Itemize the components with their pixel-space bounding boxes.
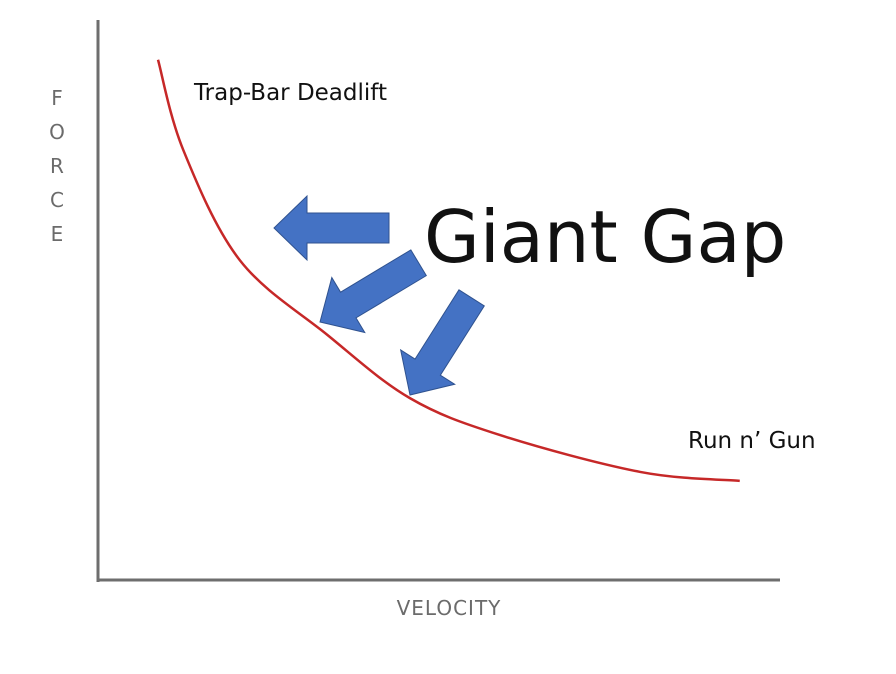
arrow-down-left-steep-icon bbox=[399, 289, 485, 396]
force-velocity-curve bbox=[156, 59, 740, 483]
arrow-down-left-icon bbox=[319, 249, 427, 334]
run-n-gun-label: Run n’ Gun bbox=[688, 428, 816, 454]
trap-bar-deadlift-label: Trap-Bar Deadlift bbox=[193, 80, 387, 106]
y-axis-label: FORCE bbox=[45, 86, 69, 256]
arrow-left-icon bbox=[273, 194, 390, 262]
giant-gap-headline: Giant Gap bbox=[424, 195, 786, 279]
x-axis-label: VELOCITY bbox=[397, 596, 502, 620]
